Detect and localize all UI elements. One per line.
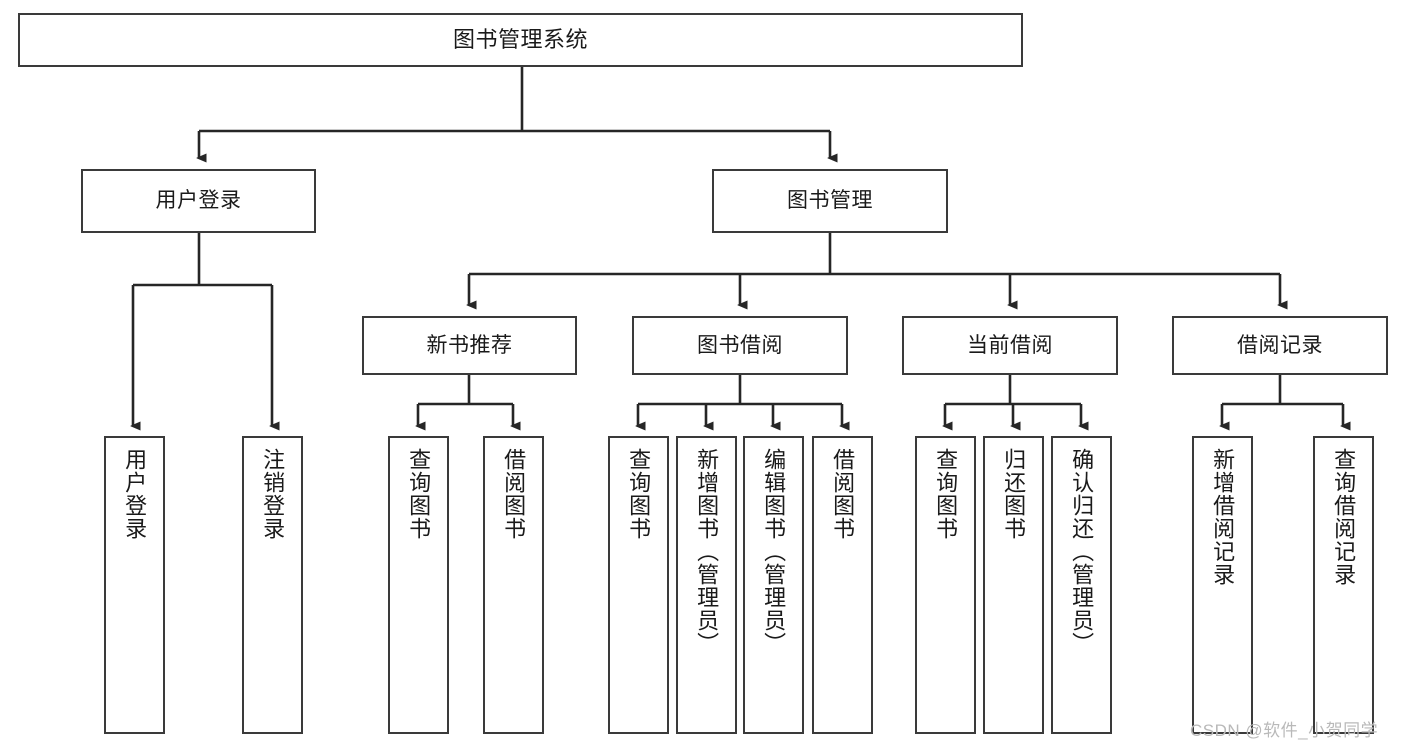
node-book-borrow[interactable]: 图书借阅	[632, 316, 848, 375]
node-label: 图书借阅	[697, 333, 783, 357]
node-user-login[interactable]: 用户登录	[81, 169, 316, 233]
node-label: 借阅记录	[1237, 333, 1323, 357]
node-label: 新书推荐	[426, 333, 513, 357]
node-label: 查询图书	[406, 448, 432, 540]
node-label: 图书管理系统	[452, 26, 588, 52]
node-leaf-user-login[interactable]: 用户登录	[104, 436, 165, 734]
node-label: 借阅图书	[501, 448, 527, 540]
node-leaf-edit-book[interactable]: 编辑图书（管理员）	[743, 436, 804, 734]
node-label: 编辑图书（管理员）	[761, 448, 787, 655]
node-leaf-query-book-2[interactable]: 查询图书	[608, 436, 669, 734]
node-current-borrow[interactable]: 当前借阅	[902, 316, 1118, 375]
node-label: 归还图书	[1001, 448, 1027, 540]
node-leaf-query-record[interactable]: 查询借阅记录	[1313, 436, 1374, 734]
node-new-book-recommend[interactable]: 新书推荐	[362, 316, 577, 375]
node-leaf-query-book-1[interactable]: 查询图书	[388, 436, 449, 734]
node-leaf-add-book[interactable]: 新增图书（管理员）	[676, 436, 737, 734]
node-label: 查询图书	[933, 448, 959, 540]
node-label: 确认归还（管理员）	[1069, 448, 1095, 655]
node-label: 新增借阅记录	[1210, 448, 1236, 586]
node-label: 查询图书	[626, 448, 652, 540]
watermark-text: CSDN @软件_小贺同学	[1190, 721, 1379, 740]
node-book-manage[interactable]: 图书管理	[712, 169, 948, 233]
node-label: 新增图书（管理员）	[694, 448, 720, 655]
node-label: 查询借阅记录	[1331, 448, 1357, 586]
node-label: 图书管理	[787, 189, 873, 213]
node-label: 注销登录	[260, 448, 286, 540]
node-leaf-return-book[interactable]: 归还图书	[983, 436, 1044, 734]
node-label: 用户登录	[122, 448, 148, 540]
node-label: 借阅图书	[830, 448, 856, 540]
node-leaf-borrow-book-1[interactable]: 借阅图书	[483, 436, 544, 734]
node-leaf-add-record[interactable]: 新增借阅记录	[1192, 436, 1253, 734]
node-label: 用户登录	[155, 189, 242, 213]
node-root-system[interactable]: 图书管理系统	[18, 13, 1023, 67]
node-leaf-logout-login[interactable]: 注销登录	[242, 436, 303, 734]
node-borrow-record[interactable]: 借阅记录	[1172, 316, 1388, 375]
node-leaf-confirm-return[interactable]: 确认归还（管理员）	[1051, 436, 1112, 734]
node-label: 当前借阅	[967, 333, 1053, 357]
node-leaf-borrow-book-2[interactable]: 借阅图书	[812, 436, 873, 734]
node-leaf-query-book-3[interactable]: 查询图书	[915, 436, 976, 734]
